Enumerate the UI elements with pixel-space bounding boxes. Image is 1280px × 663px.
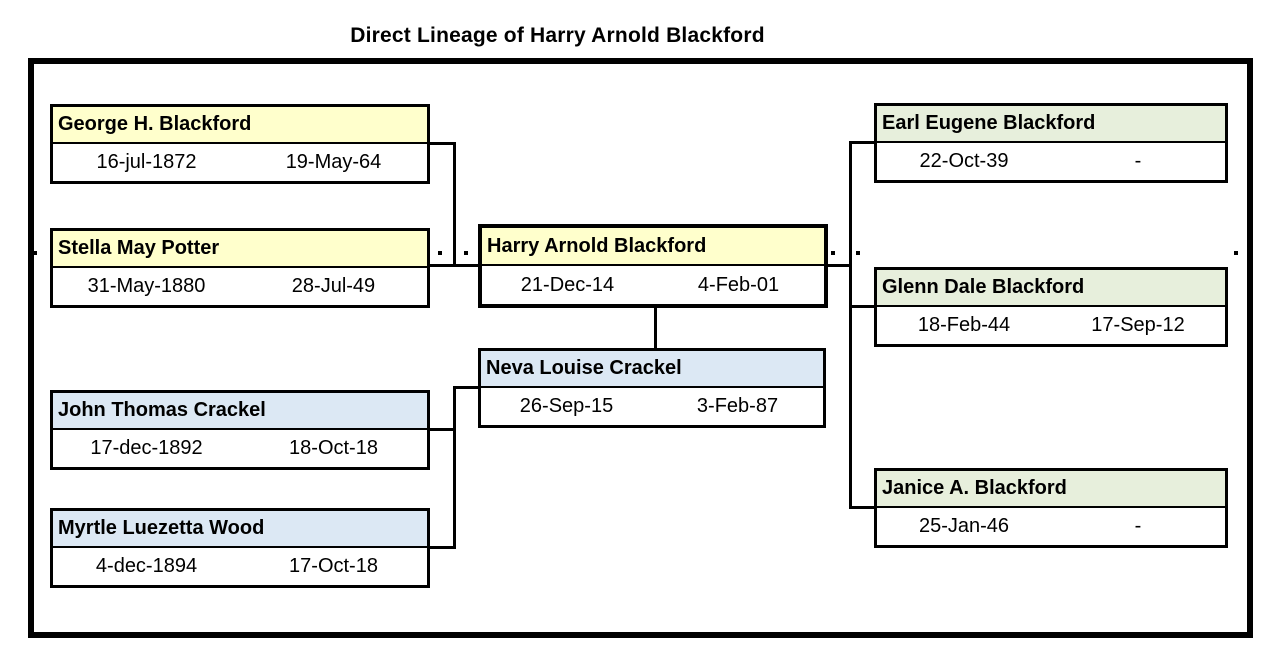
person-box-harry: Harry Arnold Blackford 21-Dec-14 4-Feb-0… [478,224,828,308]
death-date: 18-Oct-18 [289,437,378,459]
person-box-janice: Janice A. Blackford 25-Jan-46 - [874,468,1228,548]
connector-paternal-vertical [453,142,456,267]
birth-date: 21-Dec-14 [520,273,615,296]
person-name: George H. Blackford [53,107,427,144]
person-box-earl: Earl Eugene Blackford 22-Oct-39 - [874,103,1228,183]
death-date: 4-Feb-01 [697,273,780,296]
death-date: 28-Jul-49 [291,275,376,297]
period-mark [33,251,37,255]
chart-frame [28,58,1253,638]
connector-earl-stub [849,141,874,144]
birth-date: 17-dec-1892 [90,437,203,459]
birth-date: 16-jul-1872 [96,151,197,173]
person-box-john: John Thomas Crackel 17-dec-1892 18-Oct-1… [50,390,430,470]
connector-george-stub [428,142,456,145]
person-box-glenn: Glenn Dale Blackford 18-Feb-44 17-Sep-12 [874,267,1228,347]
connector-glenn-stub [849,305,874,308]
person-name: Stella May Potter [53,231,427,268]
period-mark [831,251,835,255]
death-date: 17-Sep-12 [1091,314,1185,336]
birth-date: 31-May-1880 [87,275,206,297]
birth-date: 25-Jan-46 [918,515,1010,537]
connector-neva-stub [453,386,478,389]
page-title: Direct Lineage of Harry Arnold Blackford [350,24,765,47]
period-mark [856,251,860,255]
connector-stella-to-harry [428,264,478,267]
person-name: Harry Arnold Blackford [482,228,824,266]
person-name: John Thomas Crackel [53,393,427,430]
birth-date: 26-Sep-15 [519,395,614,417]
birth-date: 22-Oct-39 [919,150,1009,172]
person-name: Myrtle Luezetta Wood [53,511,427,548]
birth-date: 18-Feb-44 [917,314,1011,336]
connector-children-vertical [849,141,852,509]
death-date: - [1134,150,1142,172]
connector-harry-right-stub [826,264,852,267]
birth-date: 4-dec-1894 [95,555,198,577]
person-box-stella: Stella May Potter 31-May-1880 28-Jul-49 [50,228,430,308]
person-box-myrtle: Myrtle Luezetta Wood 4-dec-1894 17-Oct-1… [50,508,430,588]
person-name: Earl Eugene Blackford [877,106,1225,143]
death-date: 3-Feb-87 [696,395,779,417]
person-box-george: George H. Blackford 16-jul-1872 19-May-6… [50,104,430,184]
connector-janice-stub [849,506,874,509]
death-date: 17-Oct-18 [289,555,378,577]
death-date: 19-May-64 [285,151,382,173]
period-mark [438,251,442,255]
period-mark [1234,251,1238,255]
connector-maternal-vertical [453,386,456,549]
person-name: Janice A. Blackford [877,471,1225,508]
death-date: - [1134,515,1142,537]
period-mark [464,251,468,255]
person-box-neva: Neva Louise Crackel 26-Sep-15 3-Feb-87 [478,348,826,428]
connector-harry-to-neva [654,308,657,348]
connector-myrtle-stub [428,546,456,549]
person-name: Glenn Dale Blackford [877,270,1225,307]
connector-john-stub [428,428,456,431]
person-name: Neva Louise Crackel [481,351,823,388]
